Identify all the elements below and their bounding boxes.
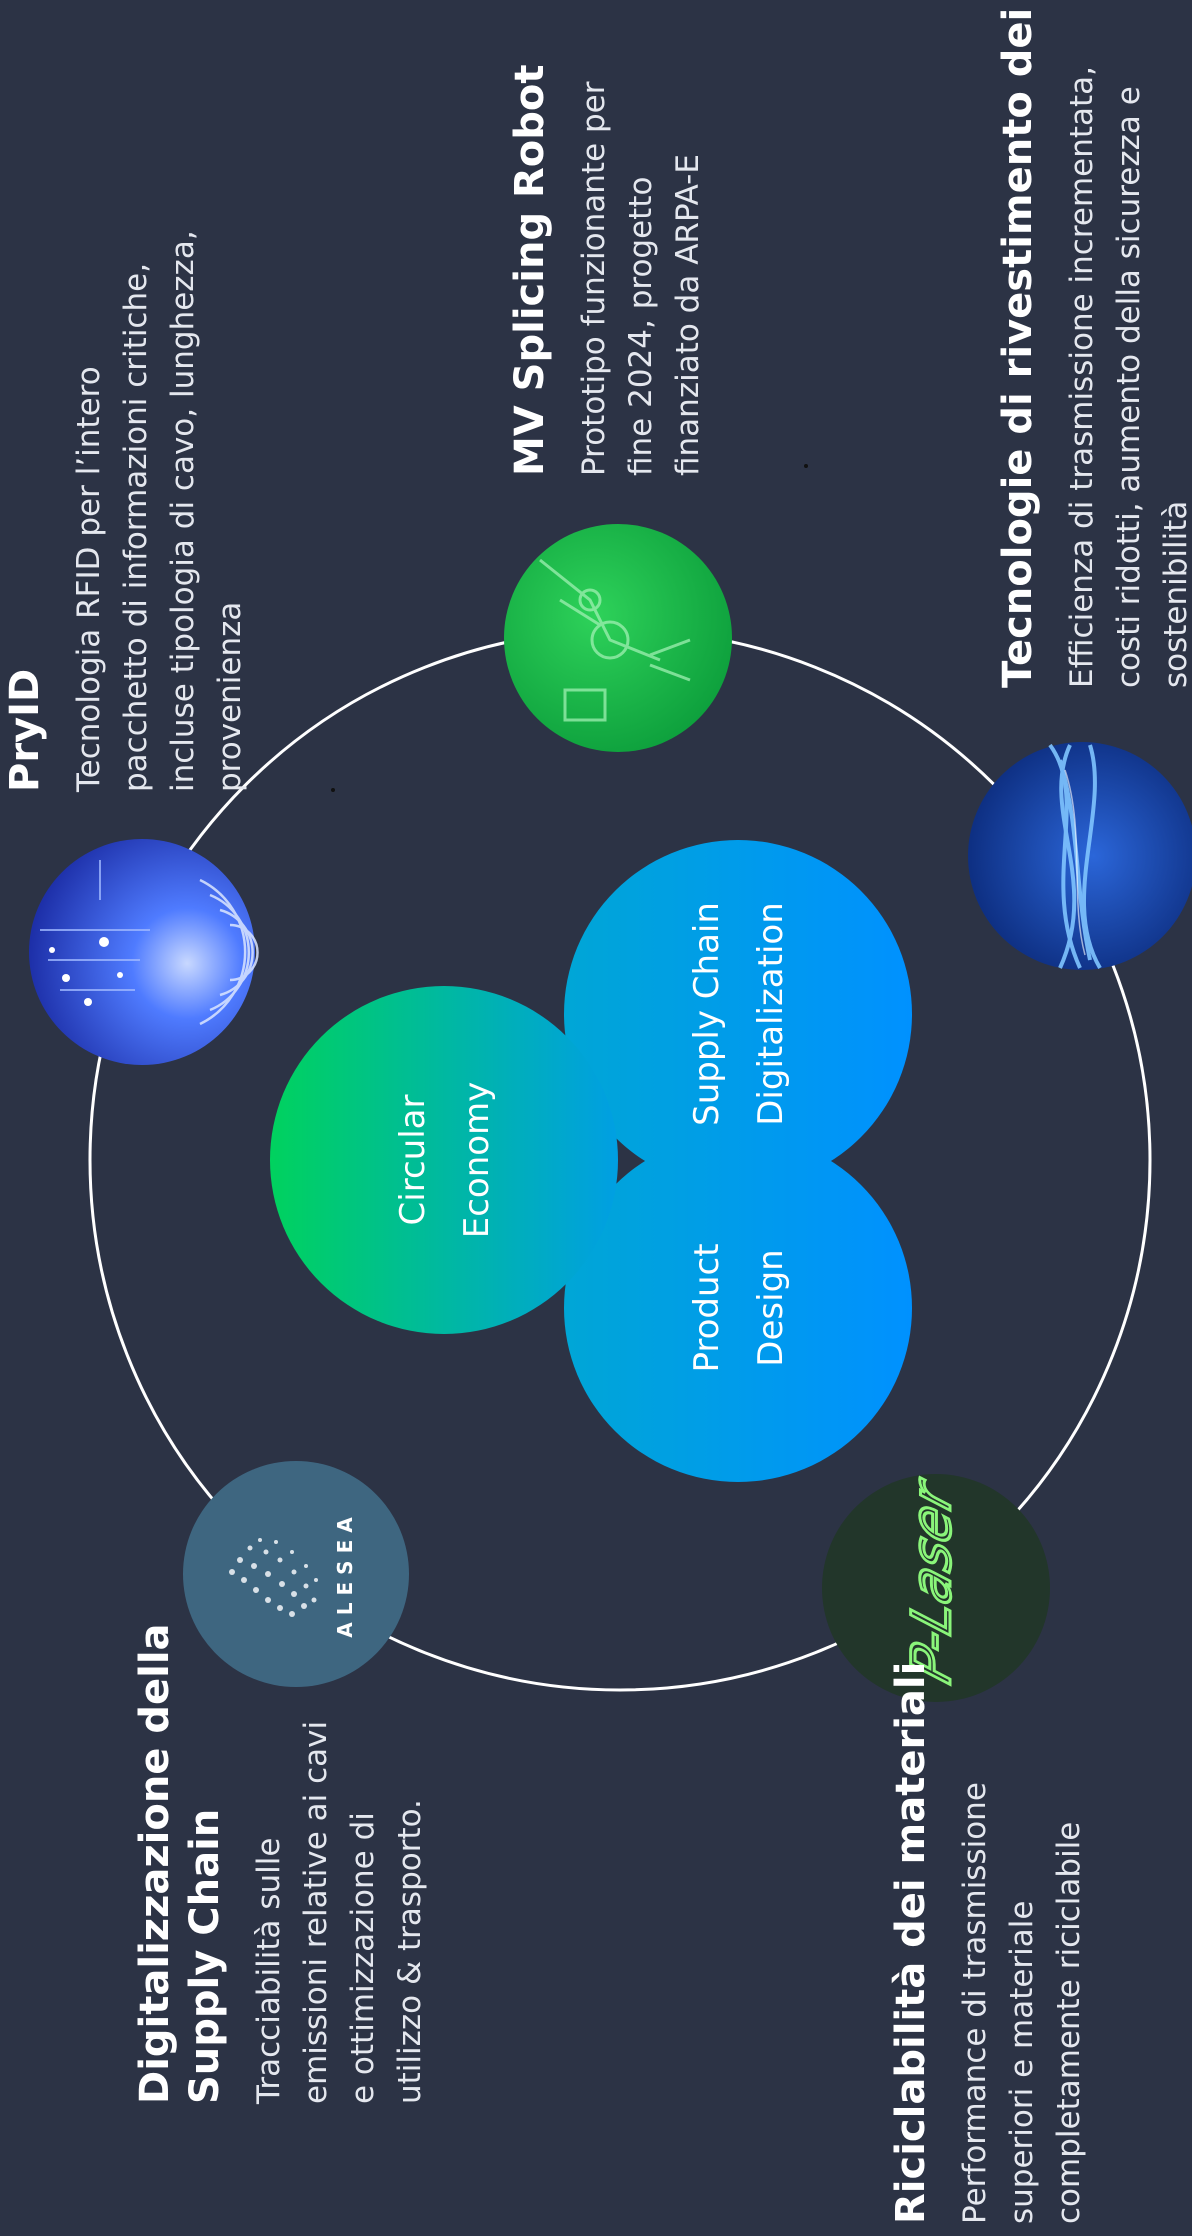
circular-economy-label: Circular Economy	[393, 1082, 497, 1239]
pryid-line: incluse tipologia di cavo, lunghezza,	[165, 230, 201, 792]
supply-chain-title-line: Supply Chain	[182, 1808, 228, 2104]
supply-chain-line: emissioni relative ai cavi	[298, 1720, 334, 2104]
supply-chain-line: utilizzo & trasporto.	[392, 1799, 428, 2104]
product-design-line2: Design	[751, 1249, 791, 1366]
supply-chain-line: e ottimizzazione di	[345, 1812, 381, 2104]
recycling-block: Riciclabilità dei materiali Performance …	[886, 1662, 1093, 2224]
stray-dot	[331, 788, 335, 792]
product-design-line1: Product	[687, 1243, 727, 1372]
supply-chain-digitalization-circle	[564, 840, 912, 1188]
fiber-cable-icon	[968, 742, 1192, 970]
pryid-line: Tecnologia RFID per l’intero	[71, 366, 107, 792]
coating-line: costi ridotti, aumento della sicurezza e	[1111, 86, 1147, 688]
recycling-line: Performance di trasmissione	[957, 1782, 993, 2224]
recycling-description: Performance di trasmissione superiori e …	[952, 1662, 1093, 2224]
splicing-robot-block: MV Splicing Robot Prototipo funzionante …	[505, 64, 712, 476]
robot-arm-icon	[504, 524, 732, 752]
pryid-line: provenienza	[212, 601, 248, 792]
alesea-logo: ALESEA	[183, 1461, 409, 1687]
supply-chain-title: Digitalizzazione della Supply Chain	[130, 1623, 230, 2104]
coating-line: sostenibilità	[1158, 500, 1192, 688]
product-design-circle	[564, 1134, 912, 1482]
splicing-robot-title: MV Splicing Robot	[507, 64, 553, 476]
supply-chain-block: Digitalizzazione della Supply Chain Trac…	[130, 1623, 434, 2104]
p-laser-logo-text: P-Laser	[901, 1471, 963, 1690]
supply-chain-title-line: Digitalizzazione della	[132, 1623, 178, 2104]
splicing-robot-line: Prototipo funzionante per	[576, 81, 612, 477]
splicing-robot-line: fine 2024, progetto	[623, 176, 659, 476]
circular-economy-line1: Circular	[393, 1095, 433, 1226]
supply-chain-digitalization-label: Supply Chain Digitalization	[687, 902, 791, 1126]
pryid-description: Tecnologia RFID per l’intero pacchetto d…	[66, 230, 254, 792]
circular-economy-line2: Economy	[457, 1082, 497, 1239]
splicing-robot-line: finanziato da ARPA-E	[670, 154, 706, 476]
coating-block: Tecnologie di rivestimento dei cavi Effi…	[993, 0, 1192, 688]
p-laser-logo: P-Laser	[822, 1470, 1050, 1702]
pryid-block: PryID Tecnologia RFID per l’intero pacch…	[0, 230, 254, 792]
pryid-title: PryID	[2, 668, 48, 792]
pryid-line: pacchetto di informazioni critiche,	[118, 262, 154, 792]
core-circles	[270, 840, 912, 1482]
recycling-line: completamente riciclabile	[1051, 1821, 1087, 2224]
supply-chain-line: Tracciabilità sulle	[251, 1837, 287, 2104]
coating-title: Tecnologie di rivestimento dei cavi	[995, 0, 1041, 688]
stray-dot	[804, 464, 808, 468]
fingerprint-circuit-icon	[29, 839, 259, 1065]
recycling-title: Riciclabilità dei materiali	[888, 1661, 934, 2224]
coating-description: Efficienza di trasmissione incrementata,…	[1059, 0, 1192, 688]
supply-chain-line1: Supply Chain	[687, 902, 727, 1126]
coating-line: Efficienza di trasmissione incrementata,	[1064, 65, 1100, 688]
product-design-label: Product Design	[687, 1243, 791, 1372]
recycling-line: superiori e materiale	[1004, 1900, 1040, 2224]
supply-chain-description: Tracciabilità sulle emissioni relative a…	[246, 1623, 434, 2104]
splicing-robot-description: Prototipo funzionante per fine 2024, pro…	[571, 64, 712, 477]
supply-chain-line2: Digitalization	[751, 902, 791, 1126]
circular-economy-circle	[270, 986, 618, 1334]
alesea-logo-text: ALESEA	[333, 1510, 357, 1637]
